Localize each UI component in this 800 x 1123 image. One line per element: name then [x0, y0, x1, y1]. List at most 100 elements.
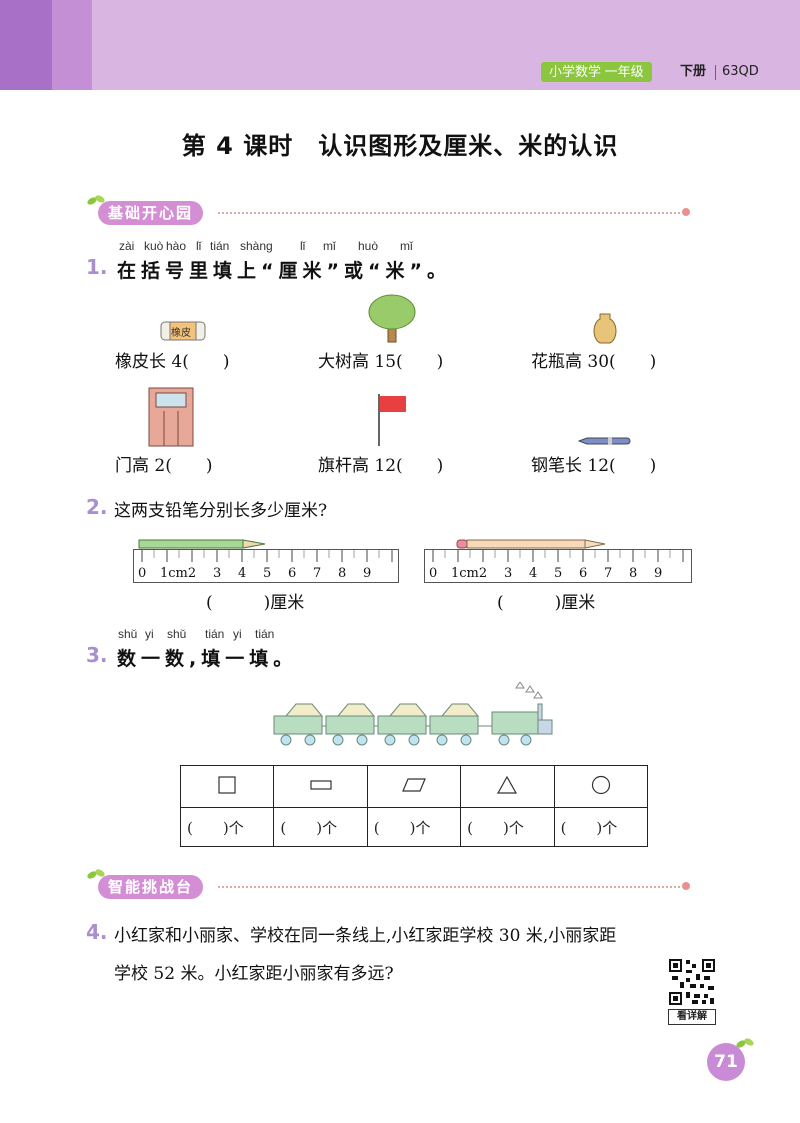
pinyin: lǐ	[196, 239, 202, 253]
pinyin: lǐ	[300, 239, 306, 253]
ruler-number: 4	[238, 566, 247, 581]
eraser-icon	[160, 321, 206, 341]
fill-item[interactable]: 钢笔长 12( )	[531, 456, 657, 476]
question-prompt: 这两支铅笔分别长多少厘米?	[114, 501, 328, 521]
pinyin: zài	[119, 239, 135, 253]
section-label: 基础开心园	[98, 201, 204, 225]
count-blank[interactable]: ( )个	[179, 807, 275, 847]
pinyin: yi	[233, 627, 242, 641]
page-header	[0, 0, 800, 90]
question-prompt: 数一数,填一填。	[117, 648, 298, 670]
pencil-icon	[138, 539, 266, 549]
shape-cell	[460, 765, 555, 808]
ruler-number: 1cm2	[160, 566, 197, 581]
ruler-number: 7	[604, 566, 613, 581]
question-text: 学校 52 米。小红家距小丽家有多远?	[114, 964, 394, 984]
volume-label: 下册	[680, 64, 707, 79]
dot-end	[682, 882, 690, 890]
parallelogram-icon	[402, 777, 426, 792]
question-number: 2.	[86, 495, 108, 519]
ruler: 0 1cm2 3 4 5 6 7 8 9	[424, 549, 692, 583]
ruler-number: 4	[529, 566, 538, 581]
train-illustration	[273, 682, 553, 746]
count-blank[interactable]: ( )个	[273, 807, 368, 847]
fill-item[interactable]: 门高 2( )	[115, 456, 213, 476]
pinyin: shàng	[240, 239, 273, 253]
dot-end	[682, 208, 690, 216]
question-prompt: 在括号里填上“厘米”或“米”。	[117, 260, 451, 282]
count-blank[interactable]: ( )个	[553, 807, 649, 847]
header-stripe	[52, 0, 92, 90]
ruler-number: 1cm2	[451, 566, 488, 581]
pinyin: mǐ	[400, 239, 413, 253]
ruler-number: 0	[138, 566, 147, 581]
leaf-icon	[87, 195, 105, 205]
ruler-ticks	[141, 550, 393, 562]
pinyin: tián	[210, 239, 230, 253]
pinyin: tián	[255, 627, 275, 641]
leaf-icon	[87, 869, 105, 879]
ruler-number: 9	[654, 566, 663, 581]
section-label: 智能挑战台	[98, 875, 204, 899]
answer-blank[interactable]: ( )厘米	[497, 593, 596, 613]
pinyin: shǔ	[167, 627, 187, 641]
section-challenge: 智能挑战台	[86, 869, 696, 899]
ruler-number: 6	[579, 566, 588, 581]
question-number: 4.	[86, 920, 108, 944]
section-basic: 基础开心园	[86, 195, 696, 225]
subject-tag: 小学数学 一年级	[541, 62, 652, 82]
shape-cell	[273, 765, 368, 808]
ruler-number: 8	[629, 566, 638, 581]
ruler-number: 8	[338, 566, 347, 581]
qr-label[interactable]: 看详解	[668, 1009, 716, 1025]
pinyin: yi	[145, 627, 154, 641]
pen-icon	[578, 437, 631, 445]
square-icon	[218, 775, 236, 794]
pinyin: huò	[358, 239, 379, 253]
question-number: 3.	[86, 643, 108, 667]
count-blank[interactable]: ( )个	[366, 807, 462, 847]
dotted-line	[218, 886, 680, 888]
question-text: 小红家和小丽家、学校在同一条线上,小红家距学校 30 米,小丽家距	[114, 926, 617, 946]
pinyin: mǐ	[323, 239, 336, 253]
ruler-ticks	[432, 550, 684, 562]
qr-code[interactable]	[668, 958, 716, 1006]
question-number: 1.	[86, 255, 108, 279]
fill-item[interactable]: 花瓶高 30( )	[531, 352, 657, 372]
shape-cell	[179, 765, 275, 808]
leaf-icon	[736, 1038, 754, 1048]
ruler-number: 0	[429, 566, 438, 581]
door-icon	[148, 387, 194, 447]
ruler: 0 1cm2 3 4 5 6 7 8 9	[133, 549, 399, 583]
ruler-number: 6	[288, 566, 297, 581]
pinyin: shǔ	[118, 627, 138, 641]
answer-blank[interactable]: ( )厘米	[206, 593, 305, 613]
header-stripe	[0, 0, 52, 90]
flag-icon	[378, 394, 406, 446]
rectangle-icon	[309, 779, 332, 790]
fill-item[interactable]: 大树高 15( )	[318, 352, 444, 372]
fill-item[interactable]: 橡皮长 4( )	[115, 352, 230, 372]
pencil-icon	[456, 539, 606, 549]
ruler-number: 5	[554, 566, 563, 581]
divider	[715, 65, 716, 80]
shape-cell	[366, 765, 462, 808]
ruler-number: 9	[363, 566, 372, 581]
ruler-number: 3	[213, 566, 222, 581]
book-code: 63QD	[722, 64, 759, 79]
page-number: 71	[707, 1043, 745, 1081]
pinyin: tián	[205, 627, 225, 641]
ruler-number: 7	[313, 566, 322, 581]
pinyin: hào	[166, 239, 187, 253]
shape-cell	[553, 765, 649, 808]
circle-icon	[591, 775, 610, 794]
tree-icon	[368, 294, 416, 343]
ruler-number: 3	[504, 566, 513, 581]
triangle-icon	[497, 775, 518, 794]
eraser-tag: 橡皮	[171, 328, 191, 339]
pinyin: kuò	[144, 239, 164, 253]
vase-icon	[593, 313, 617, 344]
count-table: ( )个 ( )个 ( )个 ( )个 ( )个	[179, 765, 649, 847]
fill-item[interactable]: 旗杆高 12( )	[318, 456, 444, 476]
count-blank[interactable]: ( )个	[460, 807, 555, 847]
